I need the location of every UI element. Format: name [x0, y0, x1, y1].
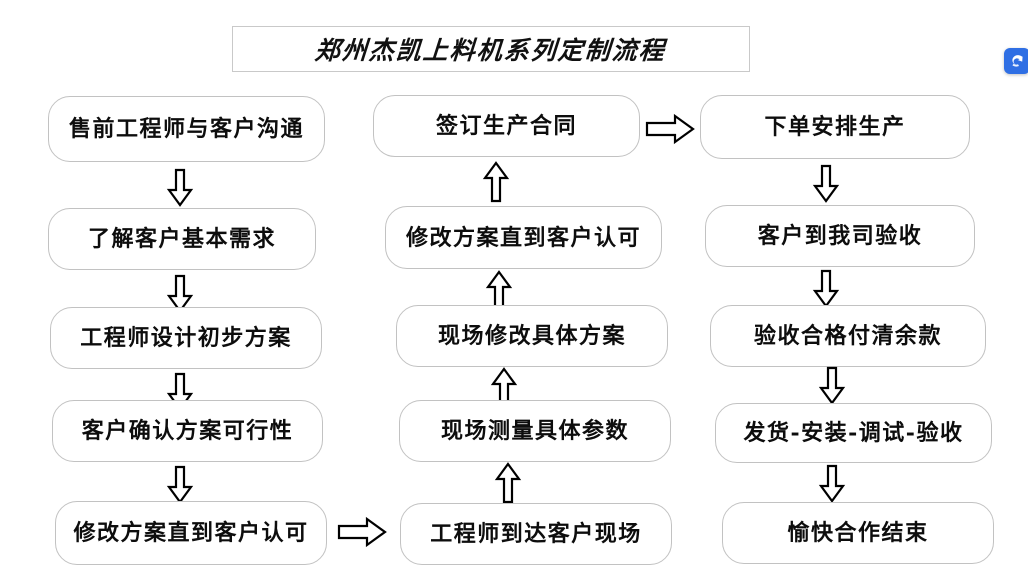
flow-box-label: 发货-安装-调试-验收: [743, 420, 964, 446]
arrow-down-c1-2: [166, 274, 194, 314]
arrow-down-c3-3: [818, 366, 846, 406]
flow-box-column-3-step-13[interactable]: 验收合格付清余款: [710, 305, 986, 367]
flow-box-column-3-step-15[interactable]: 愉快合作结束: [722, 502, 994, 564]
arrow-down-c3-2: [812, 269, 840, 309]
flow-box-label: 下单安排生产: [764, 114, 906, 140]
arrow-down-c1-1: [166, 168, 194, 208]
flow-box-column-1-step-4[interactable]: 客户确认方案可行性: [52, 400, 323, 462]
flow-box-label: 售前工程师与客户沟通: [68, 116, 304, 142]
flow-box-column-2-step-9[interactable]: 修改方案直到客户认可: [385, 206, 662, 269]
page-title: 郑州杰凯上料机系列定制流程: [314, 36, 668, 65]
arrow-down-c3-1: [812, 164, 840, 204]
flow-box-label: 愉快合作结束: [787, 520, 929, 546]
arrow-right-bridge-2-3: [645, 112, 697, 146]
flow-box-column-3-step-14[interactable]: 发货-安装-调试-验收: [715, 403, 992, 463]
flow-box-label: 验收合格付清余款: [753, 323, 942, 349]
flow-box-column-2-step-6[interactable]: 工程师到达客户现场: [400, 503, 672, 565]
flow-box-column-1-step-1[interactable]: 售前工程师与客户沟通: [48, 96, 325, 162]
flow-box-label: 修改方案直到客户认可: [73, 520, 309, 546]
flow-box-column-1-step-5[interactable]: 修改方案直到客户认可: [55, 501, 327, 565]
flow-box-column-2-step-8[interactable]: 现场修改具体方案: [396, 305, 668, 367]
arrow-up-c2-4: [482, 160, 510, 204]
flow-box-label: 了解客户基本需求: [87, 226, 276, 252]
flow-box-column-3-step-12[interactable]: 客户到我司验收: [705, 205, 975, 267]
flow-box-label: 工程师设计初步方案: [80, 325, 292, 351]
sogou-s-logo-icon[interactable]: [1004, 48, 1028, 74]
flow-box-column-2-step-7[interactable]: 现场测量具体参数: [399, 400, 671, 462]
flow-box-label: 客户到我司验收: [757, 223, 923, 249]
flow-box-label: 现场修改具体方案: [437, 323, 626, 349]
arrow-right-bridge-1-2: [337, 515, 389, 549]
flow-box-label: 修改方案直到客户认可: [405, 224, 641, 251]
arrow-down-c3-4: [818, 464, 846, 504]
flow-box-column-1-step-2[interactable]: 了解客户基本需求: [48, 208, 316, 270]
flow-box-column-2-step-10[interactable]: 签订生产合同: [373, 95, 640, 157]
flow-box-label: 签订生产合同: [435, 113, 577, 139]
flow-box-label: 工程师到达客户现场: [430, 521, 642, 547]
arrow-down-c1-4: [166, 465, 194, 505]
title-box: 郑州杰凯上料机系列定制流程: [232, 26, 750, 72]
flow-box-column-1-step-3[interactable]: 工程师设计初步方案: [50, 307, 322, 369]
flow-box-column-3-step-11[interactable]: 下单安排生产: [700, 95, 970, 159]
flow-box-label: 现场测量具体参数: [440, 418, 629, 444]
flow-box-label: 客户确认方案可行性: [81, 418, 294, 444]
arrow-up-c2-1: [494, 461, 522, 505]
